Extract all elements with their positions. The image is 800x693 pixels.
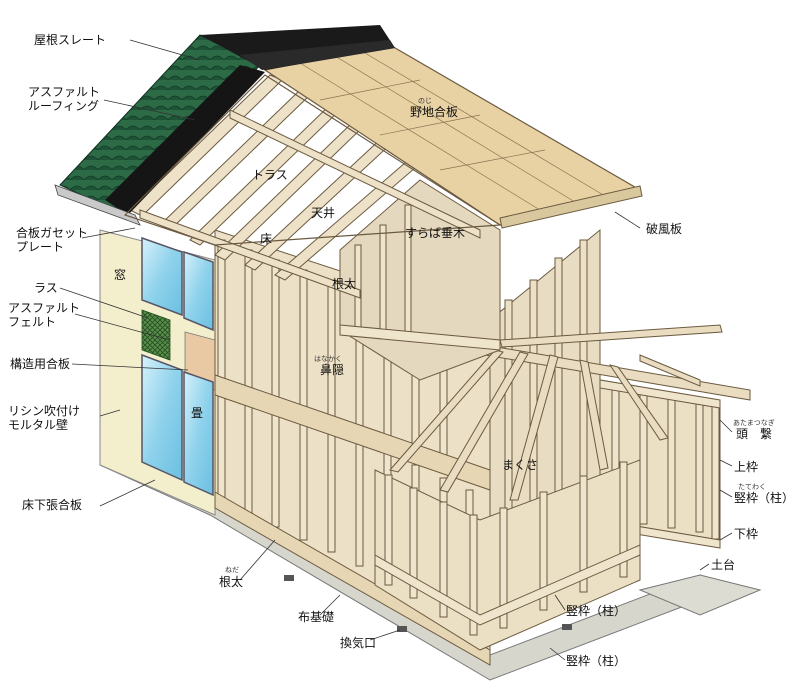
- label-truss: トラス: [252, 168, 288, 182]
- label-rim-joist: 鼻隠: [320, 363, 345, 377]
- label-cloth-foundation: 布基礎: [298, 610, 335, 624]
- vent-opening: [397, 626, 407, 632]
- asphalt-roofing: [105, 65, 265, 215]
- leader-lines: [59, 39, 733, 661]
- label-joist-bottom: 根太: [219, 575, 244, 589]
- window-glass: [141, 236, 214, 497]
- lath-mesh: [141, 309, 171, 361]
- label-stud-middle: 竪枠（柱）: [566, 604, 627, 618]
- label-makuta: まくさ: [502, 458, 539, 472]
- label-vent: 換気口: [340, 636, 377, 650]
- label-plywood-gusset: 合板ガセット プレート: [16, 226, 89, 254]
- label-roof-sheathing: 野地合板: [410, 105, 459, 119]
- label-stud-bottom: 竪枠（柱）: [566, 654, 627, 668]
- porch-rafters: [389, 324, 751, 501]
- label-stud-right: 竪枠（柱）: [734, 491, 795, 505]
- label-bottom-plate: 下枠: [734, 527, 759, 541]
- label-subfloor-plywood: 床下張合板: [22, 498, 83, 512]
- label-top-plate: 上枠: [734, 460, 759, 474]
- label-tatami: 畳: [191, 406, 204, 420]
- label-ceiling-joist: すらば垂木: [405, 226, 466, 240]
- label-window: 窓: [114, 268, 127, 282]
- label-head-tie: 頭 繋: [736, 427, 773, 441]
- label-floor: 床: [260, 232, 273, 246]
- label-sill: 土台: [711, 558, 736, 572]
- label-asphalt-felt: アスファルト フェルト: [8, 301, 81, 329]
- ruby-joist-bottom: ねだ: [225, 566, 239, 574]
- barge-board: [499, 185, 643, 229]
- label-mortar-wall: リシン吹付け モルタル壁: [8, 404, 81, 432]
- label-roof-slate: 屋根スレート: [34, 33, 107, 47]
- label-joist-inner: 根太: [332, 277, 357, 291]
- label-ceiling: 天井: [311, 206, 336, 220]
- ruby-roof-sheathing: のじ: [418, 97, 432, 105]
- label-barge-board: 破風板: [646, 222, 683, 236]
- label-structural-plywood: 構造用合板: [10, 357, 71, 371]
- label-lath: ラス: [34, 281, 58, 295]
- ruby-rim-joist: はなかく: [314, 355, 342, 363]
- roof-trusses: [129, 74, 481, 299]
- label-asphalt-roofing: アスファルト ルーフィング: [28, 85, 101, 113]
- ruby-stud-right: たてわく: [738, 483, 766, 491]
- ruby-head-tie: あたまつなぎ: [733, 419, 775, 427]
